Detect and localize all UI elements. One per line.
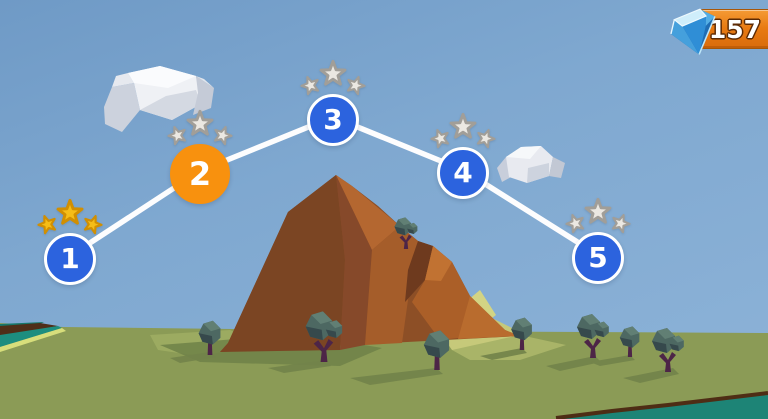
level-5-button[interactable]: 5: [572, 232, 624, 284]
star-icon: [83, 214, 103, 235]
gem-count: 157: [708, 15, 761, 44]
level-2: 2: [155, 108, 245, 204]
star-icon: [430, 128, 450, 149]
level-1-button[interactable]: 1: [44, 233, 96, 285]
level-2-button[interactable]: 2: [170, 144, 230, 204]
cloud: [497, 146, 565, 183]
road: [0, 322, 66, 352]
level-3: 3: [288, 58, 378, 146]
level-3-stars: [299, 58, 367, 97]
star-icon: [346, 75, 366, 96]
gem-counter[interactable]: 157: [664, 8, 768, 55]
level-2-stars: [166, 108, 234, 147]
level-5-stars: [564, 196, 632, 235]
level-5: 5: [553, 196, 643, 284]
river: [555, 391, 768, 419]
gem-icon: [670, 8, 716, 55]
star-icon: [37, 214, 57, 235]
level-4: 4: [418, 111, 508, 199]
mountain: [220, 175, 520, 352]
level-3-button[interactable]: 3: [307, 94, 359, 146]
star-icon: [186, 109, 214, 136]
star-icon: [611, 213, 631, 234]
level-4-number: 4: [453, 156, 473, 189]
level-3-number: 3: [323, 103, 343, 136]
level-4-stars: [429, 111, 497, 150]
star-icon: [319, 59, 347, 86]
level-1-number: 1: [60, 242, 80, 275]
level-4-button[interactable]: 4: [437, 147, 489, 199]
tree-shadows: [170, 348, 679, 385]
level-2-number: 2: [188, 155, 212, 193]
star-icon: [300, 75, 320, 96]
level-5-number: 5: [588, 241, 608, 274]
star-icon: [565, 213, 585, 234]
star-icon: [476, 128, 496, 149]
star-icon: [584, 197, 612, 224]
cloud: [104, 66, 214, 132]
star-icon: [449, 112, 477, 139]
level-1: 1: [25, 197, 115, 285]
star-icon: [56, 198, 84, 225]
star-icon: [213, 125, 233, 146]
level-1-stars: [36, 197, 104, 236]
star-icon: [167, 125, 187, 146]
